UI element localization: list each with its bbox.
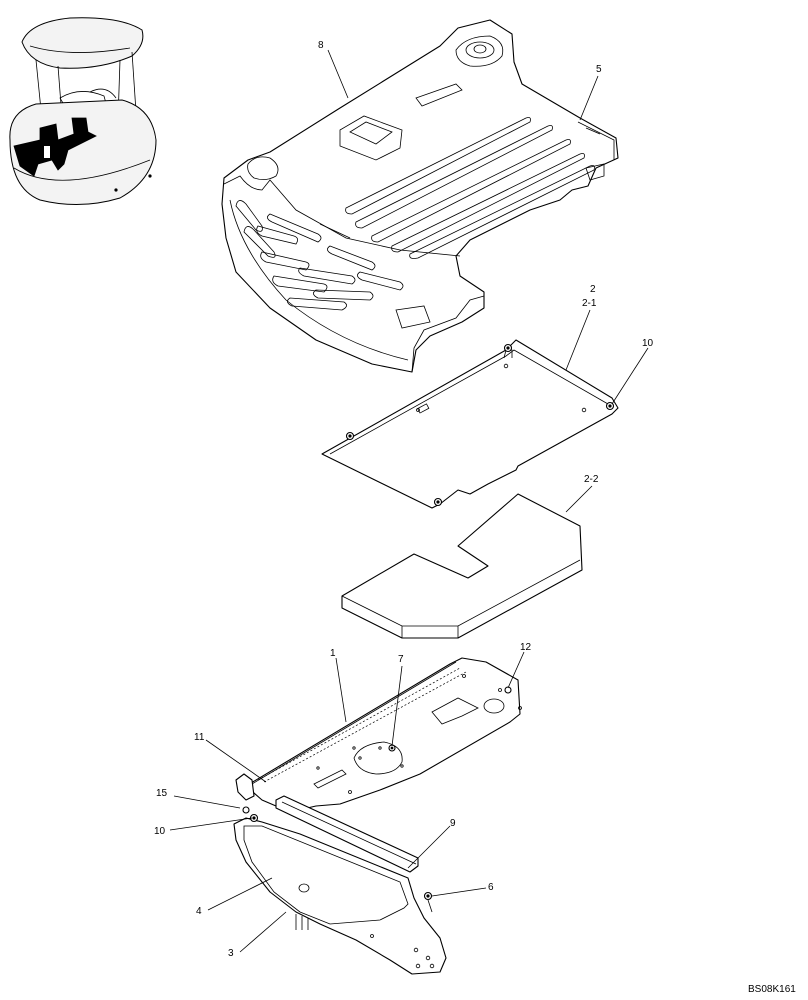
- insulation-pad: [341, 493, 583, 639]
- callout-15: 15: [156, 788, 168, 799]
- callout-8: 8: [318, 40, 324, 51]
- callout-4: 4: [196, 906, 202, 917]
- callout-11: 11: [194, 732, 205, 743]
- callout-7: 7: [398, 654, 404, 665]
- callout-5: 5: [596, 64, 602, 75]
- callout-9: 9: [450, 818, 456, 829]
- machine-locator-thumbnail: [9, 17, 157, 205]
- callout-2-2: 2-2: [584, 474, 599, 485]
- callout-1: 1: [330, 648, 336, 659]
- side-panel: [233, 806, 447, 975]
- callout-10-top: 10: [642, 338, 654, 349]
- leader-lines: [169, 49, 649, 953]
- callout-3: 3: [228, 948, 234, 959]
- callout-2-1: 2-1: [582, 298, 597, 309]
- callout-labels: 8 5 2 2-1 10 2-2 1 7 12 11 15 10 9 6 4 3: [154, 40, 654, 959]
- floor-frame: [235, 657, 522, 813]
- callout-6: 6: [488, 882, 494, 893]
- floor-mat: [221, 19, 619, 373]
- floor-plate: [321, 339, 619, 509]
- callout-10-bottom: 10: [154, 826, 166, 837]
- callout-12: 12: [520, 642, 532, 653]
- callout-2: 2: [590, 284, 596, 295]
- drawing-code: BS08K161: [748, 984, 796, 995]
- seal-strip: [275, 795, 419, 873]
